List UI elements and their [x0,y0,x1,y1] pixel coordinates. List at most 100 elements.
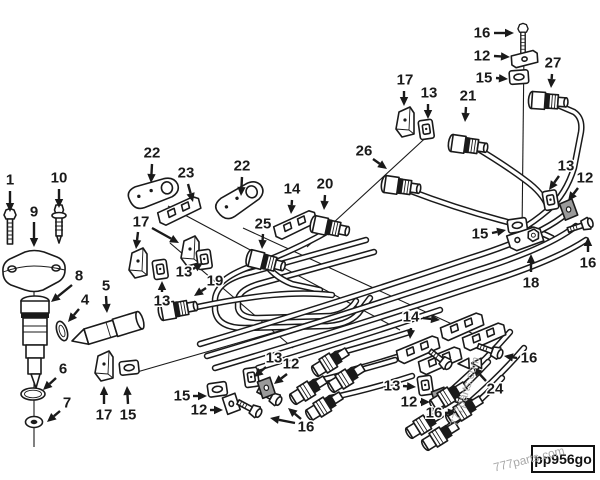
callout-20: 20 [315,174,335,210]
callout-number: 16 [474,25,491,42]
callout-15: 15 [172,386,207,406]
callout-12: 12 [189,400,223,420]
callout-arrowhead [547,78,556,88]
callout-arrowhead [54,199,64,208]
callout-arrowhead [473,367,483,377]
callout-arrowhead [498,74,508,83]
injector-seal [55,320,69,342]
callout-arrowhead [288,408,298,418]
support-bracket [125,175,182,211]
callout-arrowhead [5,203,15,212]
callout-number: 22 [144,145,161,162]
callout-arrow [150,163,154,175]
callout-arrowhead [214,405,223,415]
callout-arrow [372,158,381,165]
callout-arrowhead [47,412,57,422]
callout-13: 13 [382,376,416,396]
callout-arrow [294,412,302,420]
callout-5: 5 [100,276,112,313]
callout-arrow [278,418,296,425]
callout-number: 5 [102,278,110,295]
callout-17: 17 [395,70,415,106]
callout-arrow [422,316,432,321]
callout-arrowhead [43,380,53,390]
callout-arrowhead [447,408,457,417]
callout-12: 12 [472,46,510,66]
callout-arrowhead [157,281,167,290]
line-clamp [151,258,170,281]
callout-arrowhead [193,263,203,272]
callout-arrowhead [254,368,264,377]
callout-number: 20 [317,176,334,193]
callout-number: 14 [284,181,301,198]
callout-arrowhead [423,110,433,119]
callout-number: 12 [577,170,594,187]
callout-arrow [240,176,244,188]
callout-number: 18 [523,275,540,292]
callout-arrowhead [51,293,61,302]
fuel-line-tube-inner [256,308,442,370]
callout-number: 12 [474,48,491,65]
callout-arrowhead [496,227,506,236]
callout-16: 16 [578,237,598,273]
callout-14: 14 [282,179,302,214]
callout-number: 8 [75,268,83,285]
callout-17: 17 [94,386,114,425]
callout-13: 13 [174,262,203,282]
callout-arrowhead [500,52,510,61]
callout-number: 19 [207,273,224,290]
callout-arrowhead [526,254,536,263]
callout-number: 24 [487,381,504,398]
callout-number: 27 [545,55,562,72]
callout-10: 10 [49,168,69,208]
callout-arrowhead [406,382,416,391]
callout-number: 9 [30,204,38,221]
fuel-line-tube-inner [213,238,588,370]
callout-arrow [572,187,579,195]
callout-arrowhead [102,303,111,313]
callout-arrow [478,372,487,382]
callout-12: 12 [274,354,301,384]
callout-arrow [260,366,267,373]
callout-arrowhead [287,204,296,214]
clamp-bolt-washer [51,204,67,244]
callout-arrow [491,230,498,235]
callout-13: 13 [419,83,439,119]
callout-number: 1 [6,172,14,189]
callout-arrow [126,394,130,405]
line-clamp [242,366,261,389]
callout-arrowhead [430,314,440,324]
callout-arrow [48,377,57,385]
callout-arrowhead [461,112,470,122]
clamp-half [118,359,141,377]
callout-16: 16 [472,23,514,43]
figure-code-text: pp956go [534,451,592,467]
callout-22: 22 [142,143,162,183]
callout-arrowhead [274,375,284,384]
callout-26: 26 [354,141,387,169]
callout-arrowhead [198,391,207,401]
callout-arrowhead [399,97,409,106]
leader-line [242,227,479,337]
callout-number: 13 [266,350,283,367]
mount-bolt [517,22,529,55]
callout-arrow [135,231,140,241]
callout-arrowhead [568,191,577,201]
callout-number: 12 [191,402,208,419]
callout-17: 17 [131,212,179,249]
callout-arrow [72,308,80,316]
callout-9: 9 [28,202,40,247]
callout-22: 22 [232,156,252,196]
callout-16: 16 [424,403,457,423]
injector-assembly [2,204,69,429]
callout-6: 6 [43,359,69,390]
callout-number: 7 [63,395,71,412]
callout-arrow [192,266,196,271]
callout-number: 13 [421,85,438,102]
clamp-half [508,68,530,86]
callout-arrowhead [320,200,329,210]
callout-arrowhead [147,173,156,183]
callout-number: 21 [460,88,477,105]
